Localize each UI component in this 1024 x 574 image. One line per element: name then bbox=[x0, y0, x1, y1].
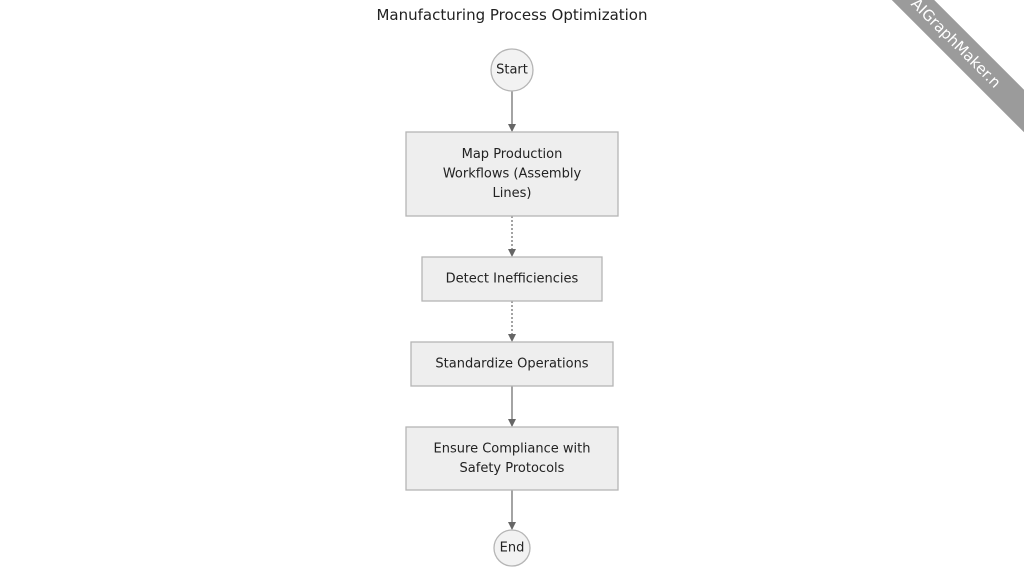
node-end: End bbox=[493, 529, 531, 567]
node-detect-label: Detect Inefficiencies bbox=[446, 272, 579, 287]
diagram-title: Manufacturing Process Optimization bbox=[376, 6, 648, 24]
node-ensure-label: Safety Protocols bbox=[460, 461, 565, 476]
node-end-shape bbox=[493, 529, 531, 567]
node-standardize-shape bbox=[410, 341, 614, 387]
node-start: Start bbox=[490, 48, 534, 92]
node-start-label: Start bbox=[496, 63, 528, 78]
node-ensure-label: Ensure Compliance with bbox=[434, 441, 591, 456]
node-end-label: End bbox=[500, 541, 525, 556]
node-map-label: Map Production bbox=[462, 147, 563, 162]
node-map-shape bbox=[405, 131, 619, 217]
node-standardize: Standardize Operations bbox=[410, 341, 614, 387]
node-detect: Detect Inefficiencies bbox=[421, 256, 603, 302]
node-map-label: Workflows (Assembly bbox=[443, 167, 582, 182]
node-detect-shape bbox=[421, 256, 603, 302]
node-map-label: Lines) bbox=[493, 186, 532, 201]
node-ensure-shape bbox=[405, 426, 619, 491]
node-standardize-label: Standardize Operations bbox=[435, 357, 588, 372]
node-start-shape bbox=[490, 48, 534, 92]
